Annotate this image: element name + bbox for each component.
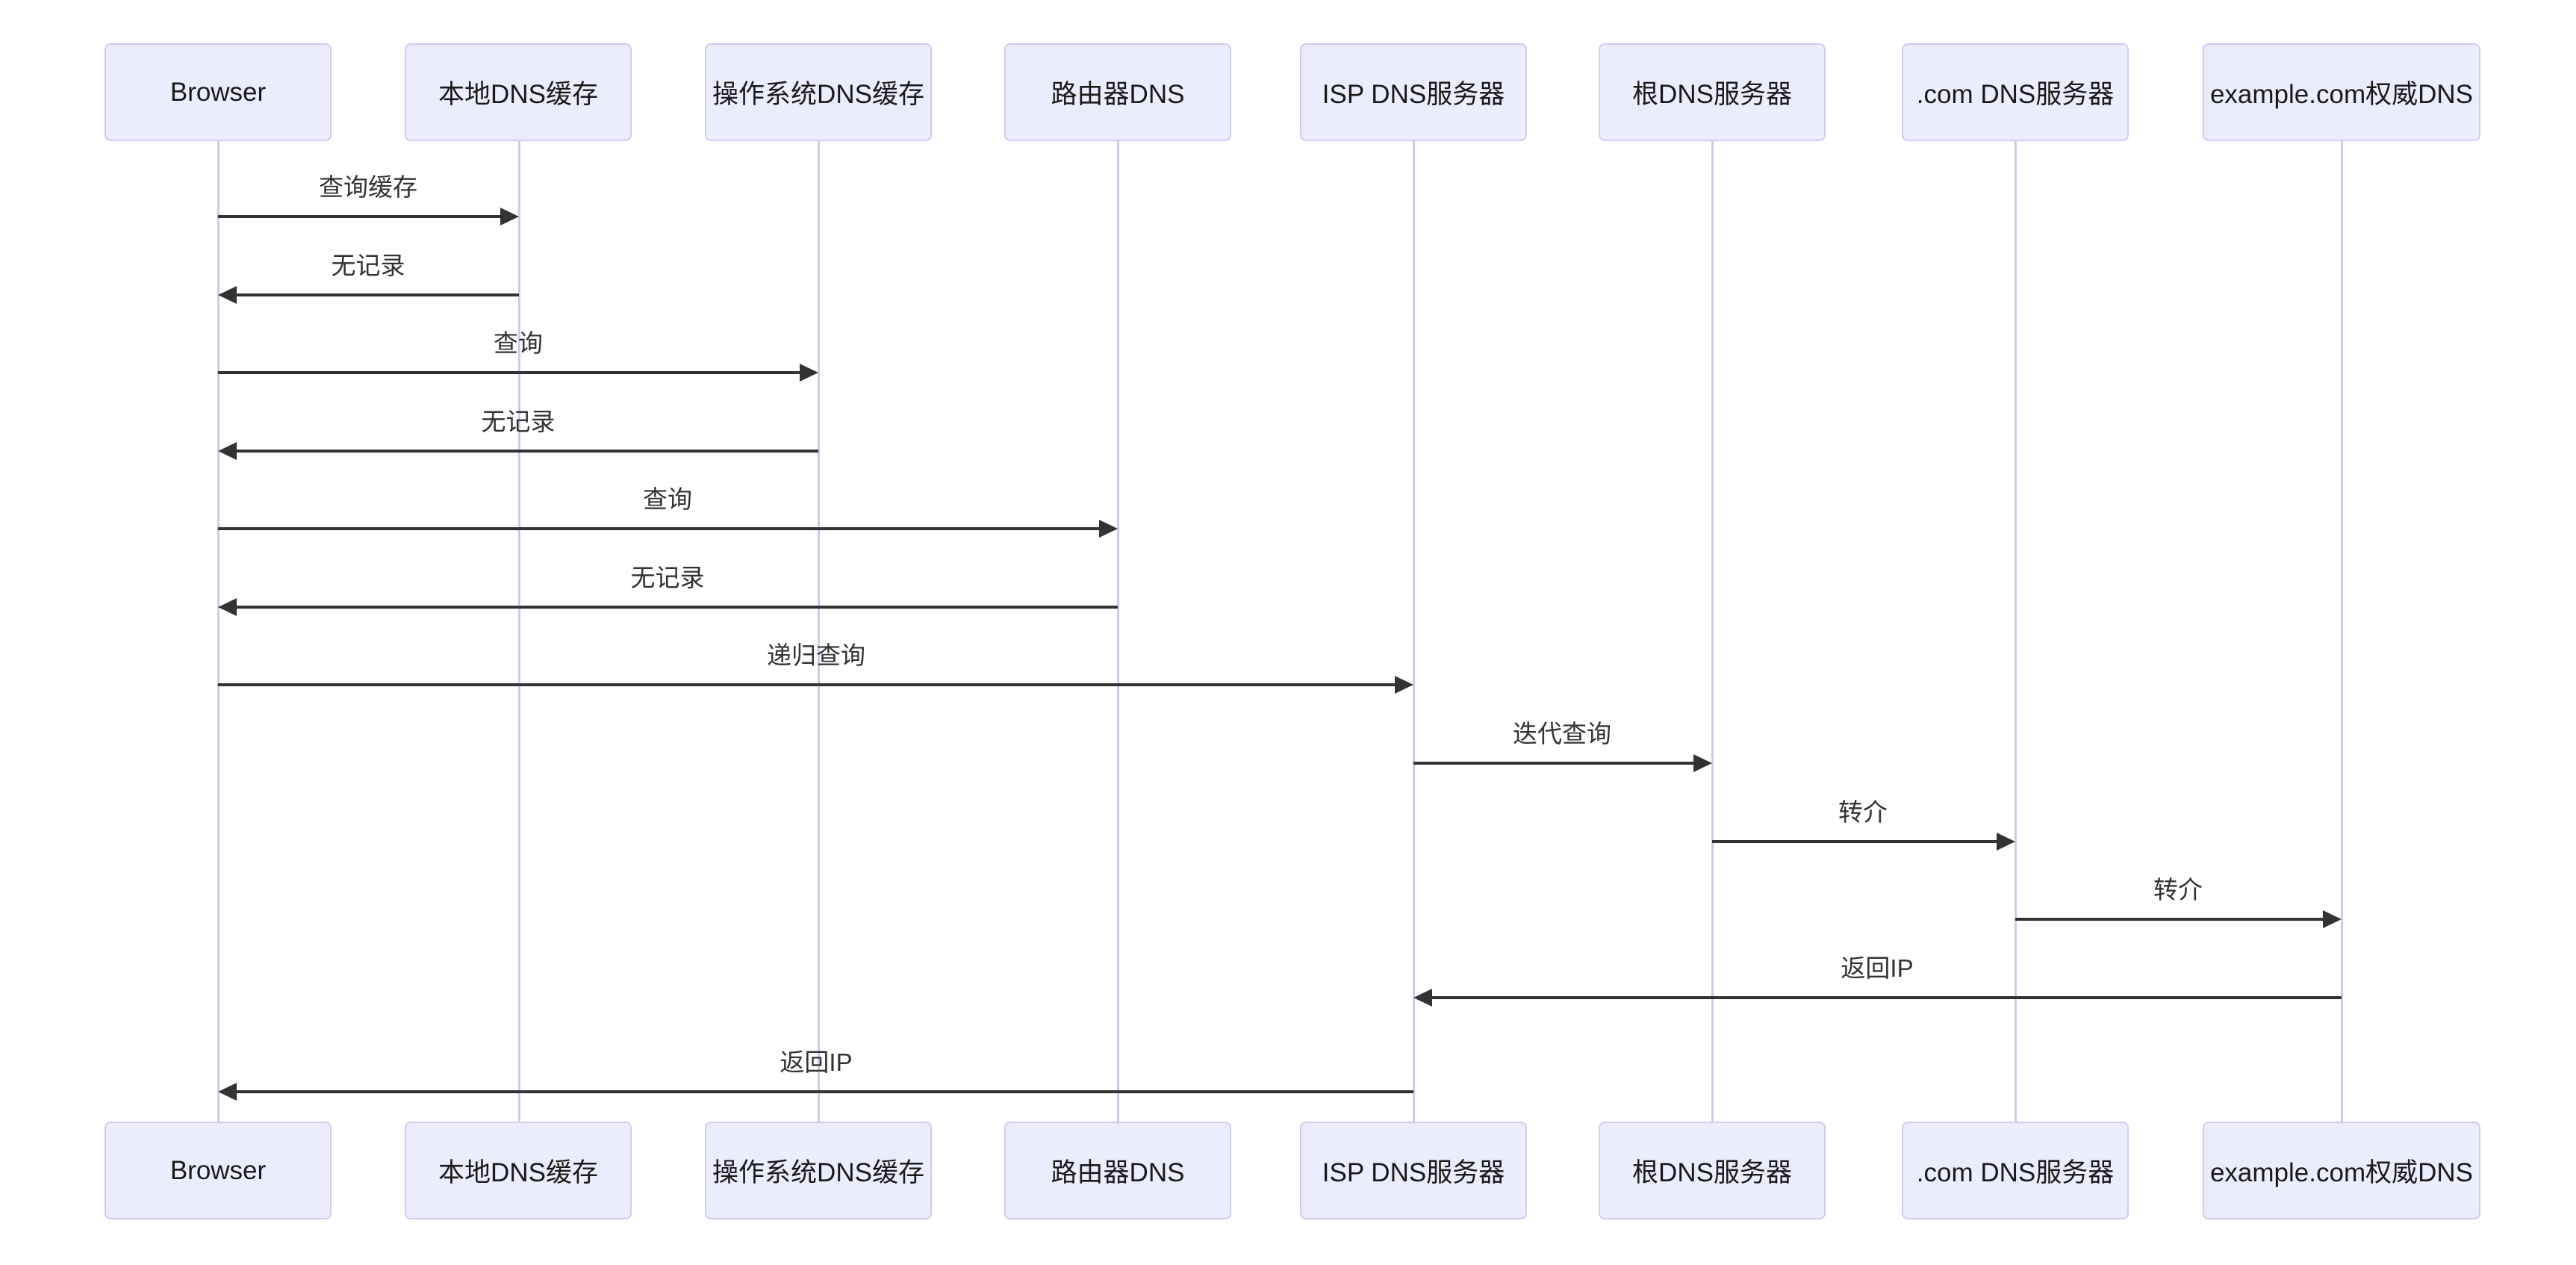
- arrowhead-left-icon: [1413, 989, 1432, 1007]
- actor-bottom-router-dns: 路由器DNS: [1004, 1122, 1231, 1219]
- actor-bottom-com-dns: .com DNS服务器: [1902, 1122, 2129, 1219]
- actor-bottom-local-cache: 本地DNS缓存: [405, 1122, 632, 1219]
- arrowhead-left-icon: [218, 442, 237, 460]
- actor-top-router-dns: 路由器DNS: [1004, 43, 1231, 141]
- actor-top-com-dns: .com DNS服务器: [1902, 43, 2129, 141]
- message-label: 查询: [494, 329, 543, 357]
- arrowhead-right-icon: [1693, 754, 1712, 772]
- arrowhead-right-icon: [800, 364, 818, 382]
- arrowhead-right-icon: [2323, 910, 2342, 928]
- message-line: [218, 215, 500, 218]
- arrowhead-left-icon: [218, 598, 237, 616]
- lifeline-authoritative: [2341, 141, 2343, 1122]
- actor-top-isp-dns: ISP DNS服务器: [1300, 43, 1527, 141]
- message-line: [237, 1090, 1413, 1093]
- message-label: 转介: [1838, 798, 1888, 826]
- actor-top-browser: Browser: [105, 43, 332, 141]
- actor-bottom-root-dns: 根DNS服务器: [1599, 1122, 1826, 1219]
- message-label: 递归查询: [767, 641, 865, 669]
- message-line: [2015, 918, 2323, 921]
- lifeline-browser: [217, 141, 220, 1122]
- lifeline-router-dns: [1117, 141, 1119, 1122]
- message-label: 查询缓存: [319, 173, 417, 201]
- lifeline-root-dns: [1711, 141, 1714, 1122]
- message-label: 无记录: [331, 252, 405, 279]
- message-line: [237, 450, 818, 453]
- actor-top-local-cache: 本地DNS缓存: [405, 43, 632, 141]
- message-label: 返回IP: [1841, 954, 1914, 982]
- arrowhead-right-icon: [1395, 676, 1413, 694]
- message-label: 返回IP: [780, 1048, 853, 1076]
- actor-top-os-cache: 操作系统DNS缓存: [705, 43, 932, 141]
- message-label: 查询: [643, 485, 692, 513]
- message-line: [1712, 840, 1997, 843]
- arrowhead-left-icon: [218, 286, 237, 304]
- message-line: [237, 606, 1118, 609]
- actor-bottom-authoritative: example.com权威DNS: [2203, 1122, 2480, 1219]
- message-line: [1413, 762, 1693, 765]
- message-line: [218, 683, 1395, 686]
- lifeline-com-dns: [2015, 141, 2017, 1122]
- message-label: 迭代查询: [1513, 720, 1611, 748]
- lifeline-os-cache: [818, 141, 820, 1122]
- actor-bottom-browser: Browser: [105, 1122, 332, 1219]
- actor-top-root-dns: 根DNS服务器: [1599, 43, 1826, 141]
- message-line: [218, 371, 800, 374]
- arrowhead-left-icon: [218, 1083, 237, 1101]
- arrowhead-right-icon: [1997, 833, 2015, 851]
- arrowhead-right-icon: [500, 208, 519, 226]
- message-label: 转介: [2153, 876, 2203, 904]
- message-label: 无记录: [481, 408, 556, 435]
- lifeline-isp-dns: [1413, 141, 1415, 1122]
- arrowhead-right-icon: [1099, 520, 1118, 538]
- actor-top-authoritative: example.com权威DNS: [2203, 43, 2480, 141]
- message-label: 无记录: [630, 564, 705, 591]
- message-line: [1432, 996, 2342, 999]
- message-line: [218, 527, 1099, 530]
- lifeline-local-cache: [518, 141, 520, 1122]
- message-line: [237, 293, 519, 296]
- actor-bottom-isp-dns: ISP DNS服务器: [1300, 1122, 1527, 1219]
- actor-bottom-os-cache: 操作系统DNS缓存: [705, 1122, 932, 1219]
